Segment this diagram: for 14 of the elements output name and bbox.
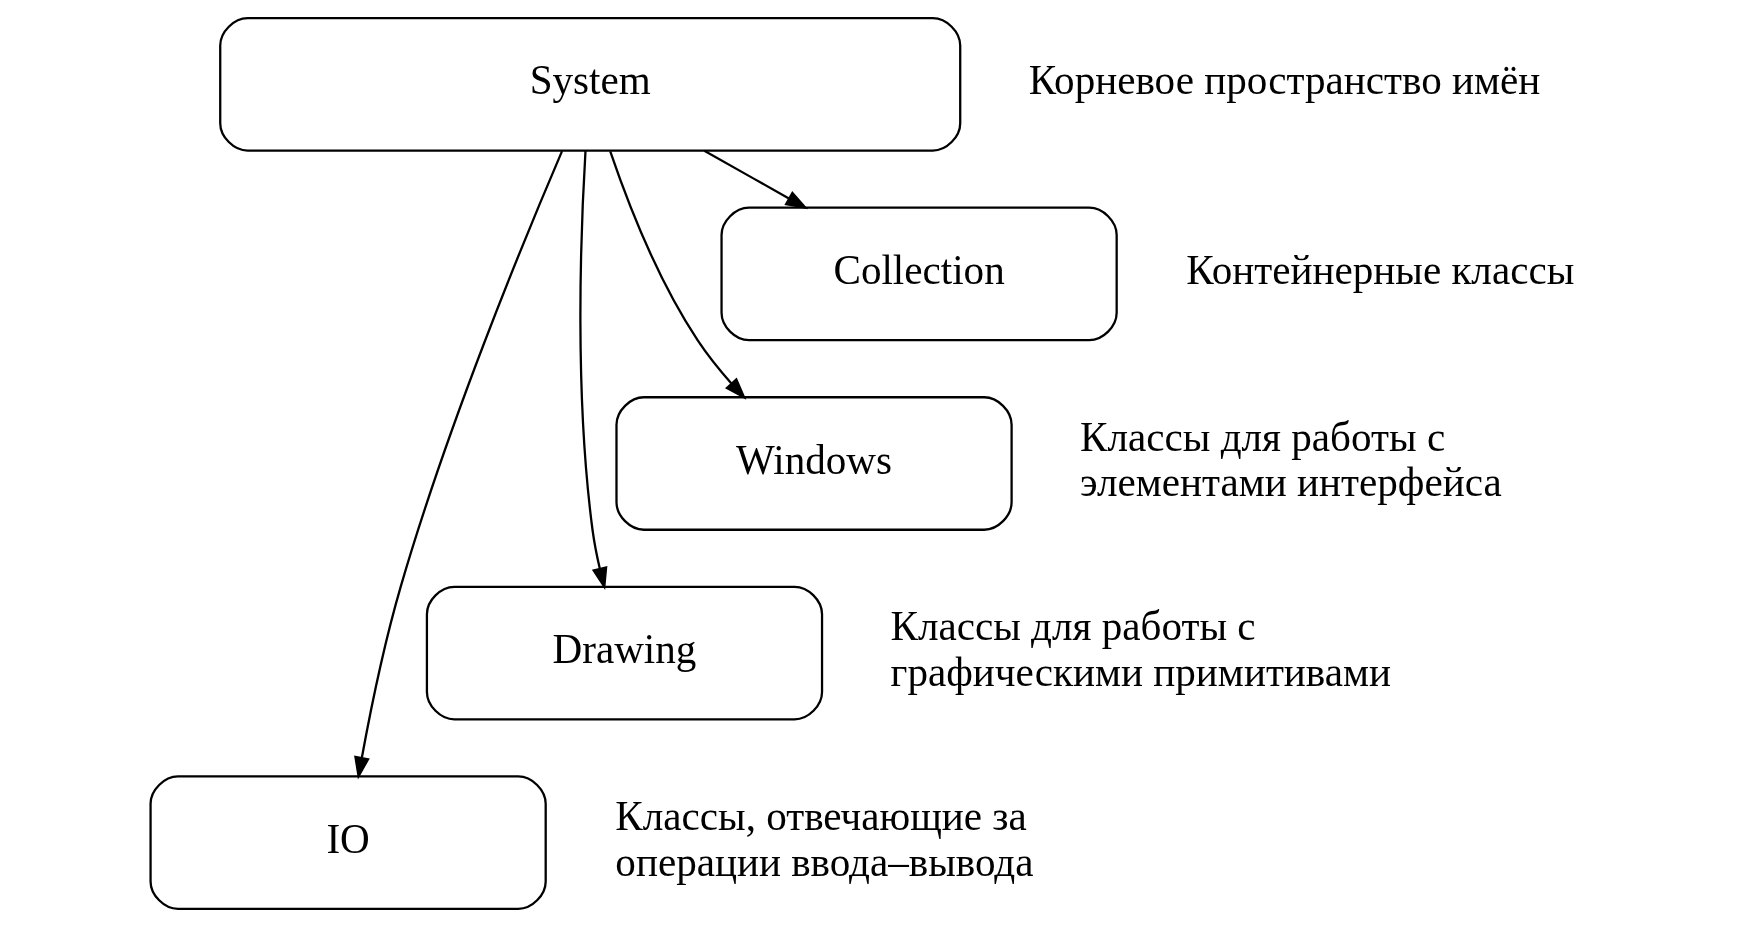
node-box: IO: [148, 774, 547, 910]
node-label: Классы для работы с графическими примитивами: [890, 602, 1391, 695]
arrow: [608, 150, 746, 400]
node-box: Collection: [719, 206, 1118, 341]
node-box: Windows: [614, 395, 1013, 531]
node-label: Классы для работы с элементами интерфейса: [1079, 413, 1502, 505]
node-box: System: [218, 16, 961, 152]
node-label: Корневое пространство имён: [1028, 56, 1540, 103]
node-label: Классы, отвечающие за операции ввода–вывода: [614, 792, 1034, 885]
arrow: [578, 150, 607, 590]
node-box: Drawing: [425, 585, 823, 720]
arrow: [703, 149, 808, 209]
arrow: [353, 150, 563, 779]
node-label: Контейнерные классы: [1185, 246, 1574, 293]
